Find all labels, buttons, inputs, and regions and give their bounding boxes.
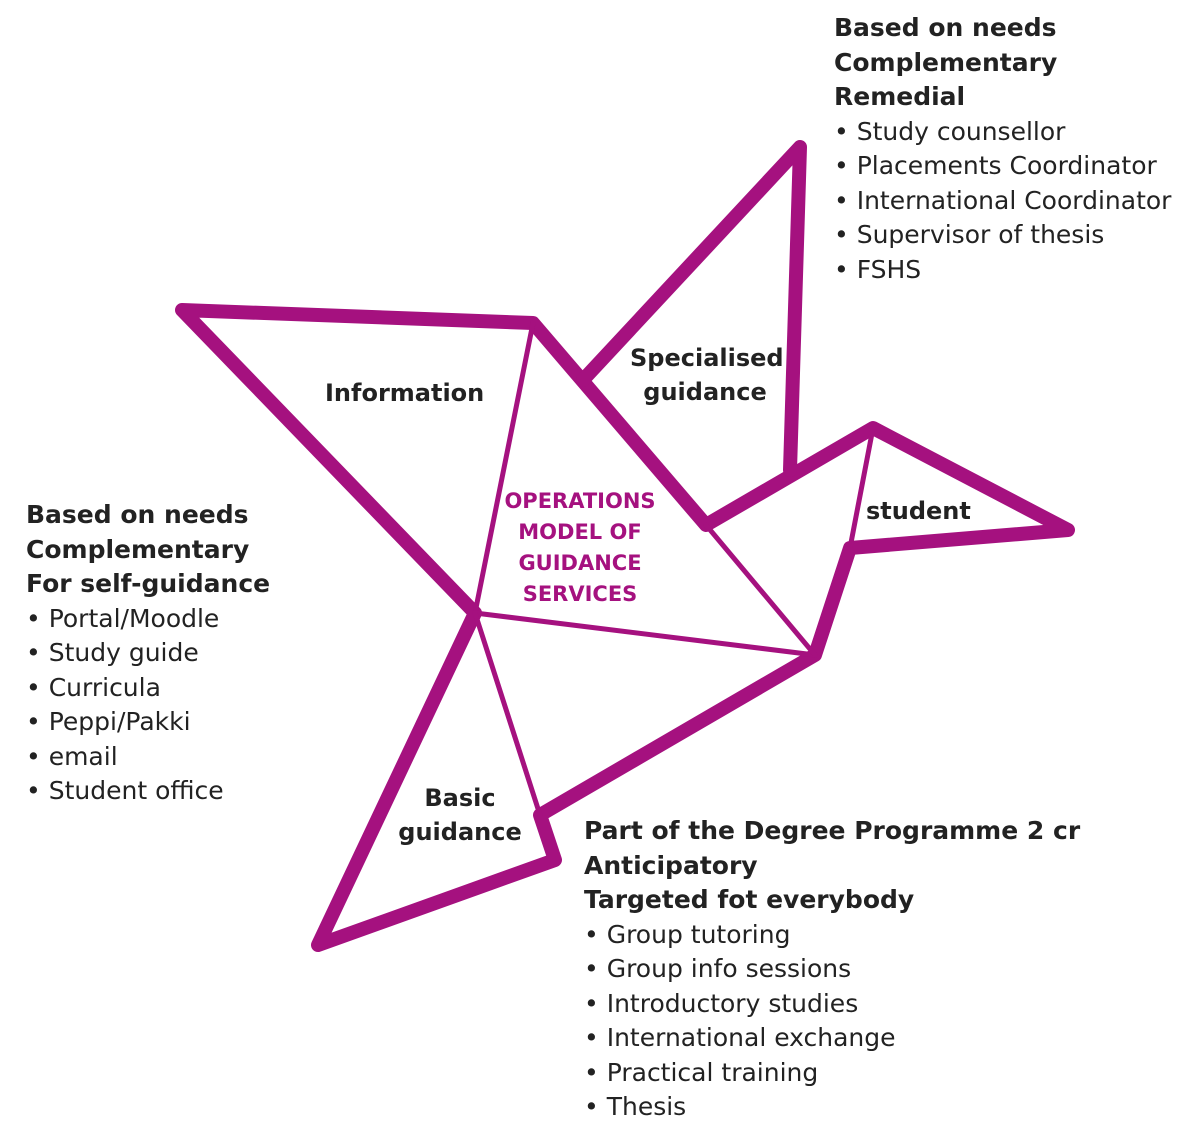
list-item: Study guide [26,636,270,671]
heading: Based on needs [834,13,1057,42]
list-item: Student office [26,774,270,809]
heading: Complementary [834,47,1058,77]
label-information: Information [325,379,485,407]
list-item: Introductory studies [584,987,1080,1022]
list-item: Group info sessions [584,952,1080,987]
thin-folds [472,320,876,818]
thick-outline [175,140,1075,952]
label-line: guidance [398,818,522,846]
label-basic-guidance: Basic guidance [398,781,522,849]
information-description: Based on needs Complementary For self-gu… [26,498,270,809]
label-line: Specialised [630,344,784,372]
heading: Complementary [26,534,250,564]
list-item: FSHS [834,253,1171,288]
heading: For self-guidance [26,569,271,598]
list-item: International exchange [584,1021,1080,1056]
specialised-description: Based on needs Complementary Remedial St… [834,11,1171,287]
center-title: OPERATIONS MODEL OF GUIDANCE SERVICES [495,486,665,610]
label-specialised-guidance: Specialised guidance [630,341,784,409]
basic-description: Part of the Degree Programme 2 cr Antici… [584,814,1080,1125]
list-item: Thesis [584,1090,1080,1125]
list-item: Supervisor of thesis [834,218,1171,253]
label-student: student [866,497,971,525]
label-line: Basic [424,784,496,812]
list-item: Group tutoring [584,918,1080,953]
list-item: Study counsellor [834,115,1171,150]
center-line: OPERATIONS [504,489,656,513]
list-item: Practical training [584,1056,1080,1091]
center-line: GUIDANCE [518,551,642,575]
heading: Based on needs [26,500,249,529]
list-item: Placements Coordinator [834,149,1171,184]
list-item: email [26,740,270,775]
heading: Remedial [834,82,966,111]
center-line: MODEL OF [518,520,642,544]
center-line: SERVICES [522,582,638,606]
list-item: Portal/Moodle [26,602,270,637]
heading: Anticipatory [584,850,758,880]
list-item: Curricula [26,671,270,706]
heading: Targeted fot everybody [584,885,915,914]
list-item: International Coordinator [834,184,1172,219]
label-line: guidance [643,378,767,406]
list-item: Peppi/Pakki [26,705,270,740]
heading: Part of the Degree Programme 2 cr [584,816,1081,845]
